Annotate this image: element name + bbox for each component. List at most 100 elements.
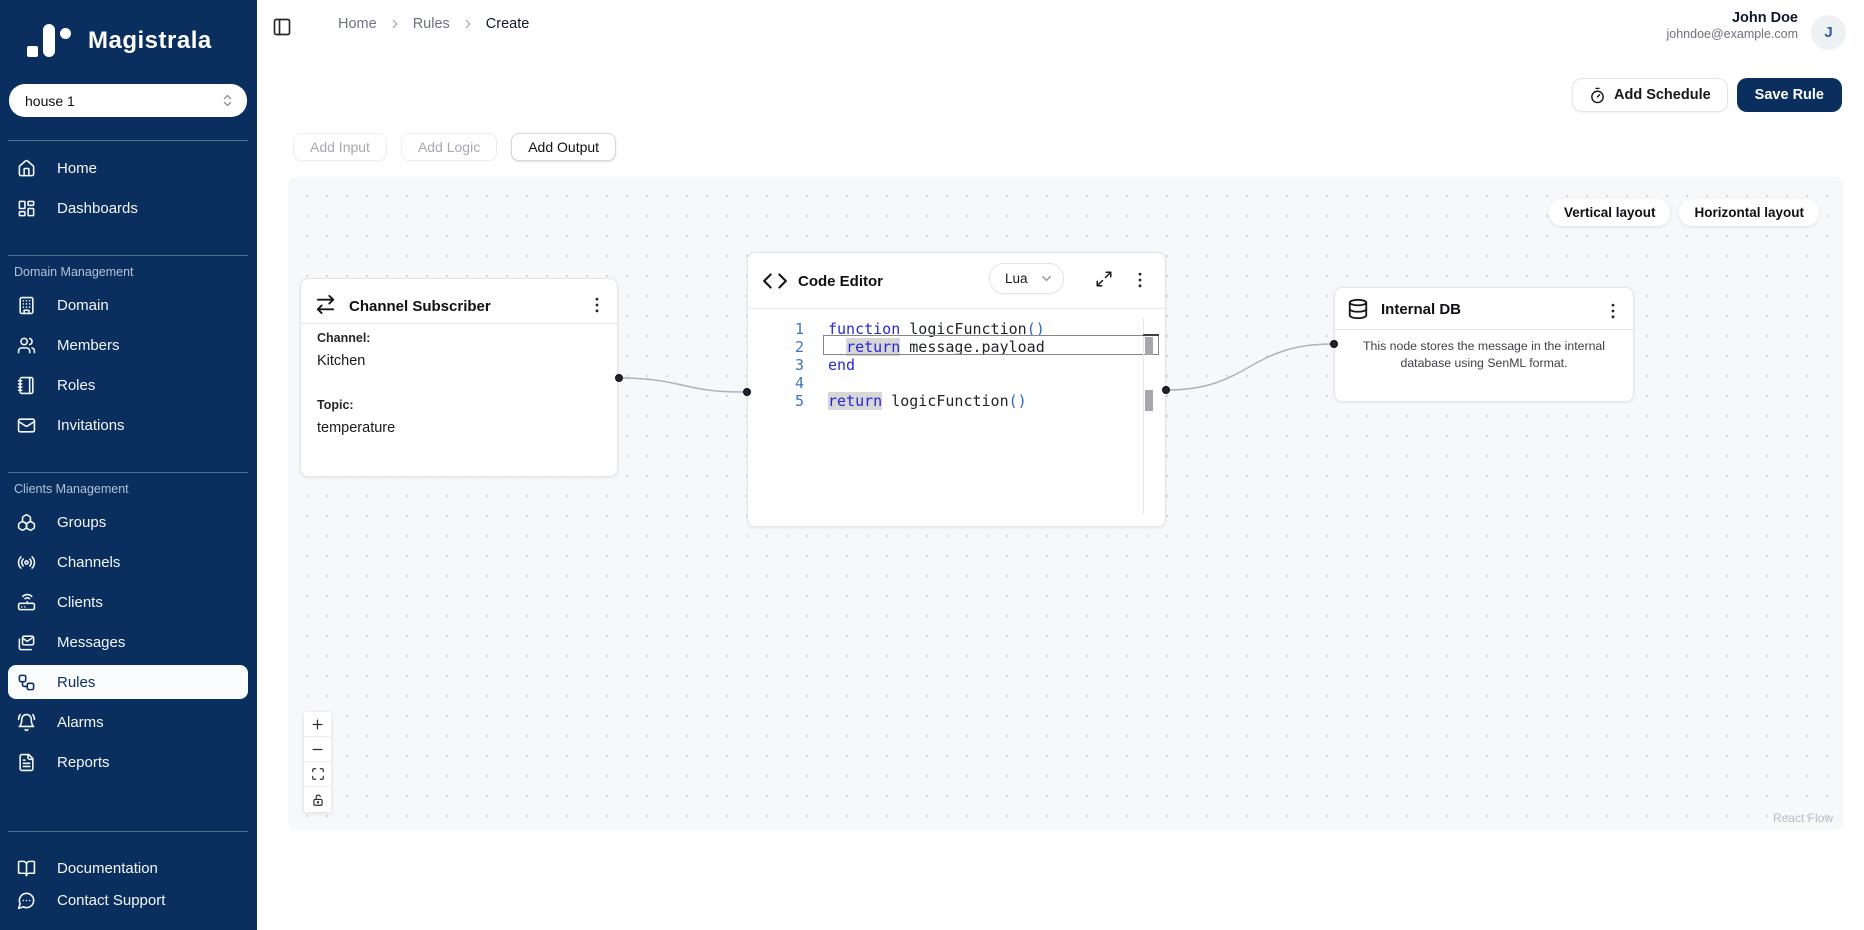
flow-controls: [304, 712, 331, 812]
sidebar-item-reports[interactable]: Reports: [8, 745, 248, 779]
book-open-icon: [17, 859, 36, 878]
horizontal-layout-button[interactable]: Horizontal layout: [1679, 199, 1819, 226]
kebab-menu-icon[interactable]: [1603, 301, 1623, 321]
handle-code-target[interactable]: [743, 388, 751, 396]
node-header-divider: [301, 323, 617, 324]
handle-db-target[interactable]: [1330, 340, 1338, 348]
fit-view-icon[interactable]: [304, 762, 331, 787]
notebook-icon: [17, 376, 36, 395]
sidebar-item-members[interactable]: Members: [8, 328, 248, 362]
sidebar-item-domain[interactable]: Domain: [8, 288, 248, 322]
node-title: Internal DB: [1381, 301, 1462, 318]
sidebar-item-label: Invitations: [57, 416, 125, 434]
save-rule-button[interactable]: Save Rule: [1736, 78, 1842, 112]
sidebar-item-label: Messages: [57, 633, 126, 651]
users-icon: [17, 336, 36, 355]
brand-name: Magistrala: [88, 27, 212, 54]
timer-icon: [1589, 87, 1606, 104]
sidebar-item-messages[interactable]: Messages: [8, 625, 248, 659]
sidebar-item-label: Domain: [57, 296, 109, 314]
line-number: 1: [794, 320, 804, 338]
chevrons-up-down-icon: [220, 93, 235, 108]
channel-value: Kitchen: [317, 353, 366, 369]
handle-code-source[interactable]: [1162, 386, 1170, 394]
node-header-divider: [1335, 329, 1633, 330]
workspace-select-value: house 1: [25, 92, 75, 109]
node-title: Code Editor: [798, 273, 883, 290]
expand-icon[interactable]: [1095, 270, 1113, 288]
vertical-layout-button[interactable]: Vertical layout: [1548, 199, 1671, 226]
sidebar-item-label: Rules: [57, 673, 96, 691]
radio-icon: [17, 553, 36, 572]
sidebar-divider: [8, 831, 248, 832]
add-schedule-label: Add Schedule: [1613, 87, 1711, 103]
sidebar-item-alarms[interactable]: Alarms: [8, 705, 248, 739]
sidebar-item-label: Documentation: [57, 859, 158, 877]
user-info: John Doe johndoe@example.com: [1666, 10, 1798, 41]
logo-bar-icon: [43, 24, 55, 57]
sidebar-item-label: Contact Support: [57, 891, 166, 909]
sidebar-section-label: Clients Management: [14, 482, 129, 496]
kebab-menu-icon[interactable]: [1130, 270, 1150, 290]
workflow-icon: [17, 673, 36, 692]
sidebar-section-label: Domain Management: [14, 265, 134, 279]
breadcrumb-current: Create: [485, 16, 530, 32]
workspace-select[interactable]: house 1: [9, 84, 247, 117]
flow-canvas[interactable]: Vertical layout Horizontal layout Channe…: [288, 177, 1843, 830]
topic-value: temperature: [317, 420, 396, 436]
arrow-right-left-icon: [314, 293, 337, 316]
breadcrumb-home[interactable]: Home: [338, 16, 377, 32]
edge-subscriber-to-code: [618, 377, 744, 393]
language-select[interactable]: Lua: [989, 263, 1064, 294]
sidebar-item-label: Alarms: [57, 713, 104, 731]
sidebar-divider: [8, 140, 248, 141]
node-title: Channel Subscriber: [349, 298, 491, 315]
code-scrollbar-thumb[interactable]: [1145, 337, 1153, 355]
sidebar-item-label: Members: [57, 336, 120, 354]
add-schedule-button[interactable]: Add Schedule: [1571, 78, 1728, 112]
sidebar-item-channels[interactable]: Channels: [8, 545, 248, 579]
handle-subscriber-source[interactable]: [615, 374, 623, 382]
lock-icon[interactable]: [304, 787, 331, 812]
home-icon: [17, 159, 36, 178]
sidebar-item-documentation[interactable]: Documentation: [8, 851, 248, 885]
zoom-out-icon[interactable]: [304, 737, 331, 762]
sidebar-item-invitations[interactable]: Invitations: [8, 408, 248, 442]
bell-icon: [17, 713, 36, 732]
node-channel-subscriber[interactable]: Channel Subscriber Channel: Kitchen Topi…: [300, 278, 618, 477]
node-actions: Add Input Add Logic Add Output: [293, 133, 617, 161]
breadcrumb: Home Rules Create: [338, 16, 529, 32]
add-output-button[interactable]: Add Output: [511, 133, 617, 161]
sidebar-item-home[interactable]: Home: [8, 151, 248, 185]
line-number: 4: [794, 374, 804, 392]
sidebar-toggle-icon[interactable]: [272, 17, 292, 37]
zoom-in-icon[interactable]: [304, 712, 331, 737]
sidebar-item-dashboards[interactable]: Dashboards: [8, 191, 248, 225]
code-scrollbar-thumb[interactable]: [1145, 390, 1153, 411]
sidebar-item-rules[interactable]: Rules: [8, 665, 248, 699]
sidebar-item-label: Channels: [57, 553, 121, 571]
breadcrumb-rules[interactable]: Rules: [412, 16, 450, 32]
sidebar-item-groups[interactable]: Groups: [8, 505, 248, 539]
sidebar-item-clients[interactable]: Clients: [8, 585, 248, 619]
message-circle-icon: [17, 891, 36, 910]
chevron-down-icon: [1039, 271, 1054, 286]
channel-label: Channel:: [317, 331, 371, 345]
logo-dot-icon: [60, 28, 71, 39]
kebab-menu-icon[interactable]: [587, 295, 607, 315]
sidebar-item-label: Dashboards: [57, 199, 138, 217]
dashboards-icon: [17, 199, 36, 218]
avatar[interactable]: J: [1811, 15, 1846, 50]
sidebar-item-roles[interactable]: Roles: [8, 368, 248, 402]
avatar-initial: J: [1824, 24, 1833, 41]
node-internal-db[interactable]: Internal DB This node stores the message…: [1334, 287, 1634, 402]
sidebar-divider: [8, 472, 248, 473]
code-icon: [762, 268, 788, 294]
add-input-button: Add Input: [293, 133, 387, 161]
sidebar-item-contact-support[interactable]: Contact Support: [8, 883, 248, 917]
sidebar-item-label: Roles: [57, 376, 96, 394]
database-icon: [1347, 298, 1369, 320]
mail-icon: [17, 416, 36, 435]
